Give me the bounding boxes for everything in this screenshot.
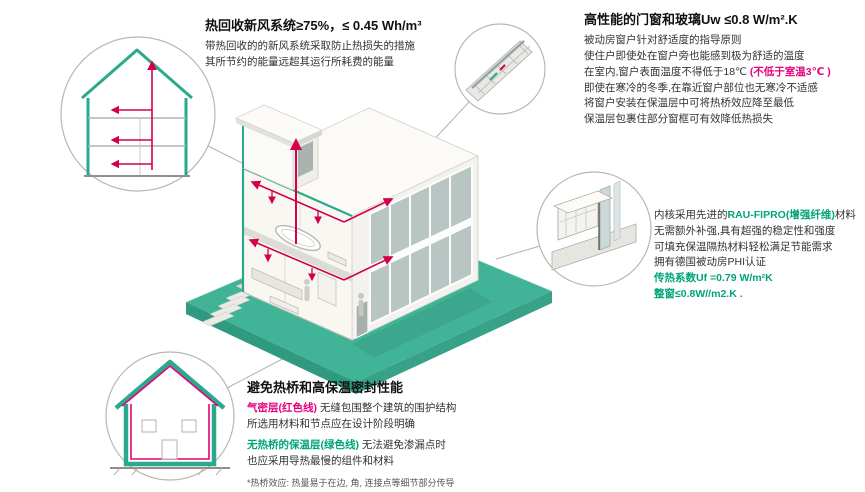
callout-ventilation-line: 带热回收的的新风系统采取防止热损失的措施: [205, 40, 415, 53]
house-illustration: [235, 104, 479, 341]
ventilation-ducts: [248, 138, 394, 282]
callout-profile: 内核采用先进的RAU-FIPRO(增强纤维)材料 无需额外补强,具有超强的稳定性…: [654, 208, 865, 303]
callout-windows-line: 保温层包裹住部分窗框可有效降低热损失: [584, 113, 773, 125]
callout-windows-line: 将窗户安装在保温层中可将热桥效应降至最低: [584, 97, 794, 110]
callout-windows-line: 即使在寒冷的冬季,在靠近窗户部位也无寒冷不适感: [584, 81, 818, 94]
callout-profile-line: 无需额外补强,具有超强的稳定性和强度: [654, 224, 836, 237]
detail-ventilation-section: [60, 36, 216, 192]
detail-thermal-envelope: [105, 351, 235, 481]
washbasin: [327, 251, 347, 267]
cabinet: [317, 271, 337, 307]
whole-window-u-value: 整窗≤0.8W//m2.K .: [654, 287, 743, 300]
callout-windows-title: 高性能的门窗和玻璃Uw ≤0.8 W/m².K: [584, 12, 798, 27]
callout-windows-line: 被动房窗户针对舒适度的指导原则: [584, 34, 742, 47]
kitchen-island: [269, 295, 299, 315]
detail-window-corner: [454, 23, 546, 115]
callout-profile-line: 拥有德国被动房PHI认证: [654, 256, 767, 269]
airtight-line-roof: [121, 364, 219, 407]
air-flow-arrows: [110, 60, 157, 170]
callout-ventilation-line: 其所节约的能量远超其运行所耗费的能量: [205, 56, 394, 68]
airtight-layer-line: 气密层(红色线) 无缝包围整个建筑的围护结构: [247, 402, 457, 415]
callout-profile-line: 可填充保温隔热材料轻松满足节能需求: [654, 240, 833, 253]
penthouse: [235, 104, 323, 191]
detail-window-profile: [536, 171, 652, 287]
insulation-layer-line2: 也应采用导热最慢的组件和材料: [247, 454, 394, 467]
bathtub: [275, 224, 321, 252]
indoor-temp-note: (不低于室温3℃ ): [749, 65, 831, 78]
section-cut-face: [241, 166, 353, 341]
airtight-layer-line2: 所选用材料和节点应在设计阶段明确: [247, 418, 415, 430]
callout-thermal-title: 避免热桥和高保温密封性能: [247, 380, 404, 395]
insulation-line-walls: [123, 404, 217, 467]
person-figure: [304, 279, 364, 316]
thermal-bridge-footnote: *热桥效应: 热量易于在边, 角, 连接点等细节部分传导: [247, 478, 455, 489]
u-value: 传热系数Uf =0.79 W/m²K: [654, 272, 773, 284]
callout-ventilation: 热回收新风系统≥75%，≤ 0.45 Wh/m³ 带热回收的的新风系统采取防止热…: [205, 18, 475, 71]
insulation-line: [114, 359, 226, 410]
house-shadow: [352, 288, 492, 358]
callout-thermal: 避免热桥和高保温密封性能 气密层(红色线) 无缝包围整个建筑的围护结构 所选用材…: [247, 380, 597, 489]
callout-profile-line: 内核采用先进的RAU-FIPRO(增强纤维)材料: [654, 209, 856, 221]
insulation-layer-line: 无热桥的保温层(绿色线) 无法避免渗漏点时: [247, 438, 446, 451]
kitchen-counter: [251, 267, 303, 301]
callout-windows: 高性能的门窗和玻璃Uw ≤0.8 W/m².K 被动房窗户针对舒适度的指导原则 …: [584, 12, 862, 128]
callout-ventilation-title: 热回收新风系统≥75%，≤ 0.45 Wh/m³: [205, 18, 422, 33]
floor-slab: [243, 226, 352, 282]
callout-windows-line: 在室内,窗户表面温度不得低于18℃ (不低于室温3℃ ): [584, 65, 831, 78]
material-name: RAU-FIPRO(增强纤维): [727, 209, 835, 221]
callout-windows-line: 使住户即使处在窗户旁也能感到极为舒适的温度: [584, 50, 805, 62]
